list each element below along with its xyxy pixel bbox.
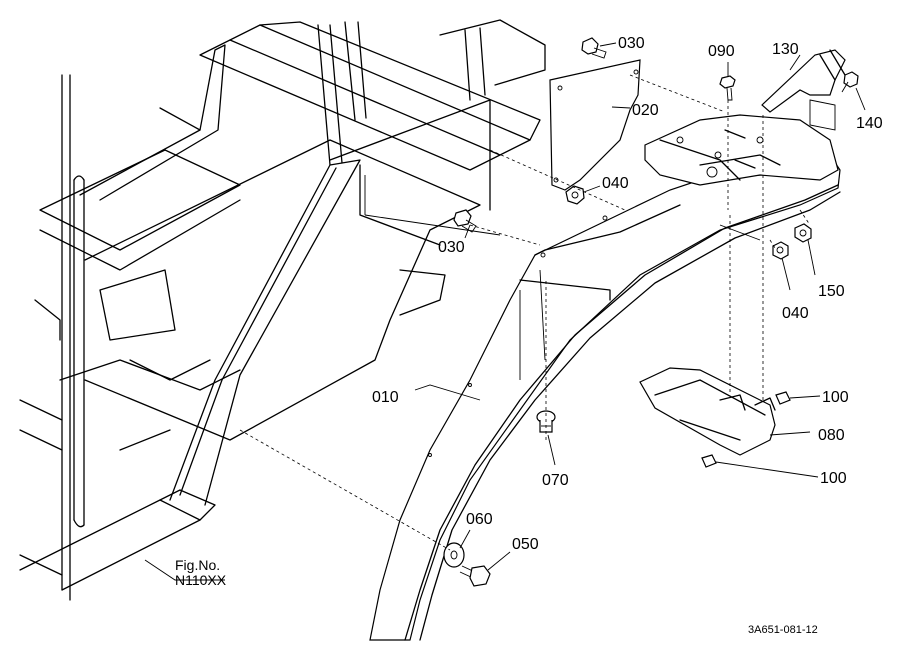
bolt-030-mid: [453, 209, 477, 233]
nut-040-lower: [772, 241, 789, 260]
callout-040-upper: 040: [602, 175, 629, 192]
callout-090: 090: [708, 43, 735, 60]
callout-100-upper: 100: [822, 389, 849, 406]
callout-040-lower: 040: [782, 305, 809, 322]
callout-050: 050: [512, 536, 539, 553]
figure-info: Fig.No. N110XX 3A651-081-12: [175, 557, 818, 636]
fender-010: [369, 114, 841, 641]
cab-frame: [19, 19, 546, 601]
drawing-code: 3A651-081-12: [748, 624, 818, 636]
clip-100-lower: [701, 454, 717, 468]
bracket-130: [761, 49, 846, 113]
bolt-090: [719, 75, 736, 101]
assembly-lines: [239, 74, 836, 551]
callout-080: 080: [818, 427, 845, 444]
callout-130: 130: [772, 41, 799, 58]
callout-140: 140: [856, 115, 883, 132]
leader-lines: [144, 42, 866, 581]
callout-labels: 010 020 030 030 040 040 050 060 070 080 …: [372, 35, 883, 553]
clip-100-upper: [775, 391, 791, 405]
bracket-080: [639, 367, 776, 456]
callout-030-mid: 030: [438, 239, 465, 256]
callout-100-lower: 100: [820, 470, 847, 487]
fig-number: N110XX: [175, 572, 227, 588]
panel-020: [549, 59, 641, 191]
callout-010: 010: [372, 389, 399, 406]
fig-label: Fig.No.: [175, 557, 220, 573]
callout-030-top: 030: [618, 35, 645, 52]
callout-060: 060: [466, 511, 493, 528]
callout-150: 150: [818, 283, 845, 300]
bolt-030-top: [581, 37, 607, 59]
nut-150: [794, 223, 812, 243]
bolt-050: [459, 565, 491, 587]
callout-070: 070: [542, 472, 569, 489]
nut-040-upper: [565, 185, 585, 205]
callout-020: 020: [632, 102, 659, 119]
bolt-140: [841, 71, 859, 93]
